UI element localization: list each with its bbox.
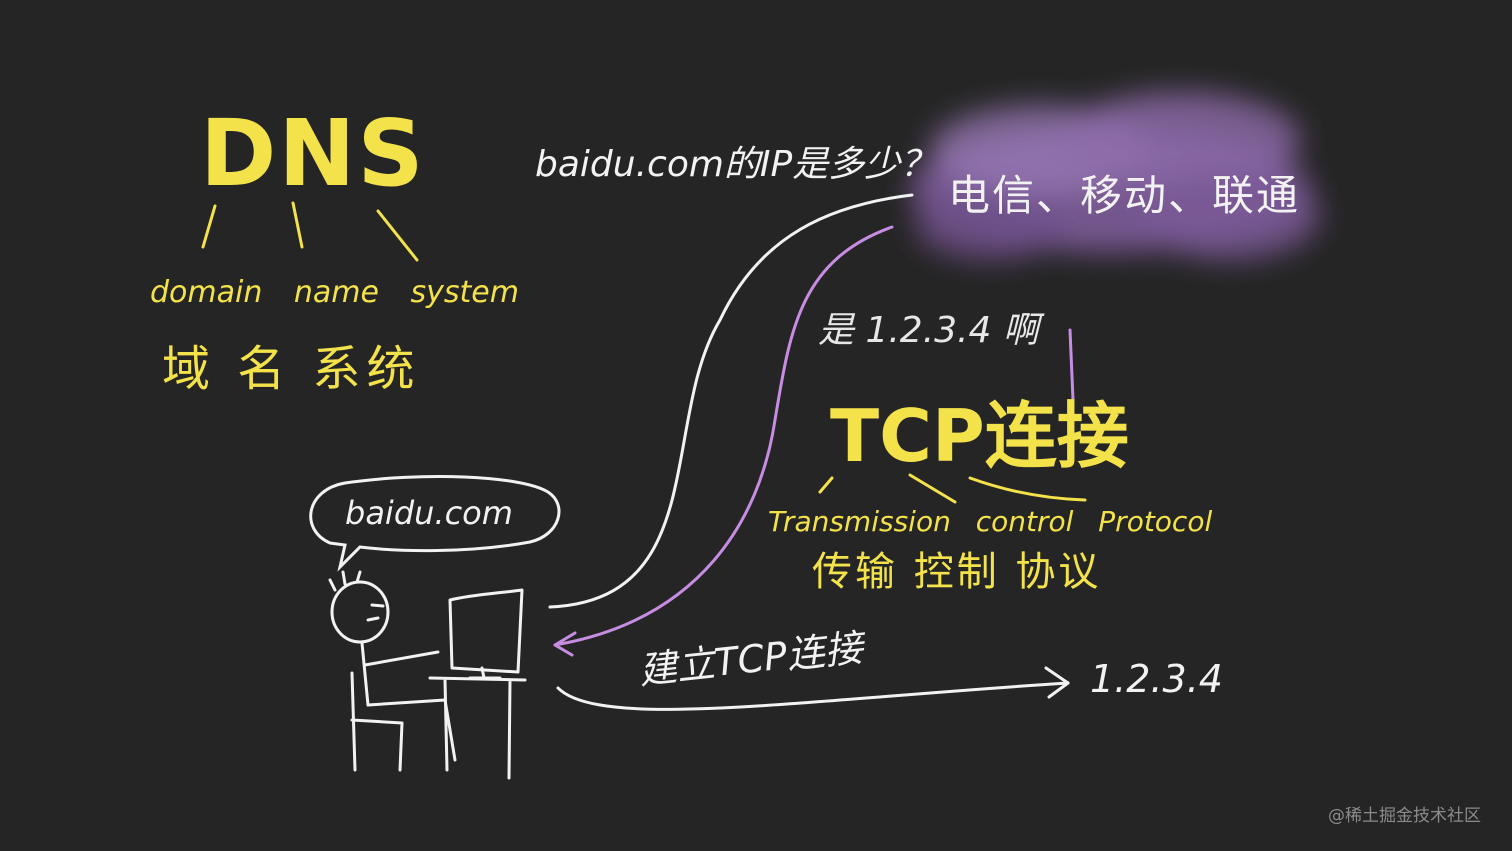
speech-bubble bbox=[309, 475, 561, 572]
isp-cloud bbox=[910, 92, 1320, 260]
speech-text: baidu.com bbox=[345, 494, 513, 532]
dns-branches bbox=[201, 201, 419, 262]
query-arrow bbox=[548, 193, 914, 609]
user-at-computer bbox=[328, 570, 527, 780]
isp-label: 电信、移动、联通 bbox=[948, 171, 1301, 220]
tcp-branches bbox=[818, 473, 1087, 504]
dns-chinese: 域 名 系统 bbox=[162, 341, 421, 397]
dns-expansion: domain name system bbox=[150, 275, 519, 310]
tcp-chinese: 传输 控制 协议 bbox=[812, 549, 1102, 595]
watermark: @稀土掘金技术社区 bbox=[1328, 806, 1481, 826]
tcp-title: TCP连接 bbox=[830, 394, 1129, 478]
head bbox=[330, 580, 390, 644]
connect-arrow bbox=[556, 666, 1070, 711]
dns-question: baidu.com的IP是多少？ bbox=[535, 144, 937, 185]
target-ip: 1.2.3.4 bbox=[1090, 657, 1223, 701]
tcp-expansion: Transmission control Protocol bbox=[768, 505, 1213, 538]
dns-reply: 是 1.2.3.4 啊 bbox=[818, 310, 1039, 351]
reply-arrow bbox=[553, 225, 1075, 657]
dns-title: DNS bbox=[200, 100, 426, 207]
